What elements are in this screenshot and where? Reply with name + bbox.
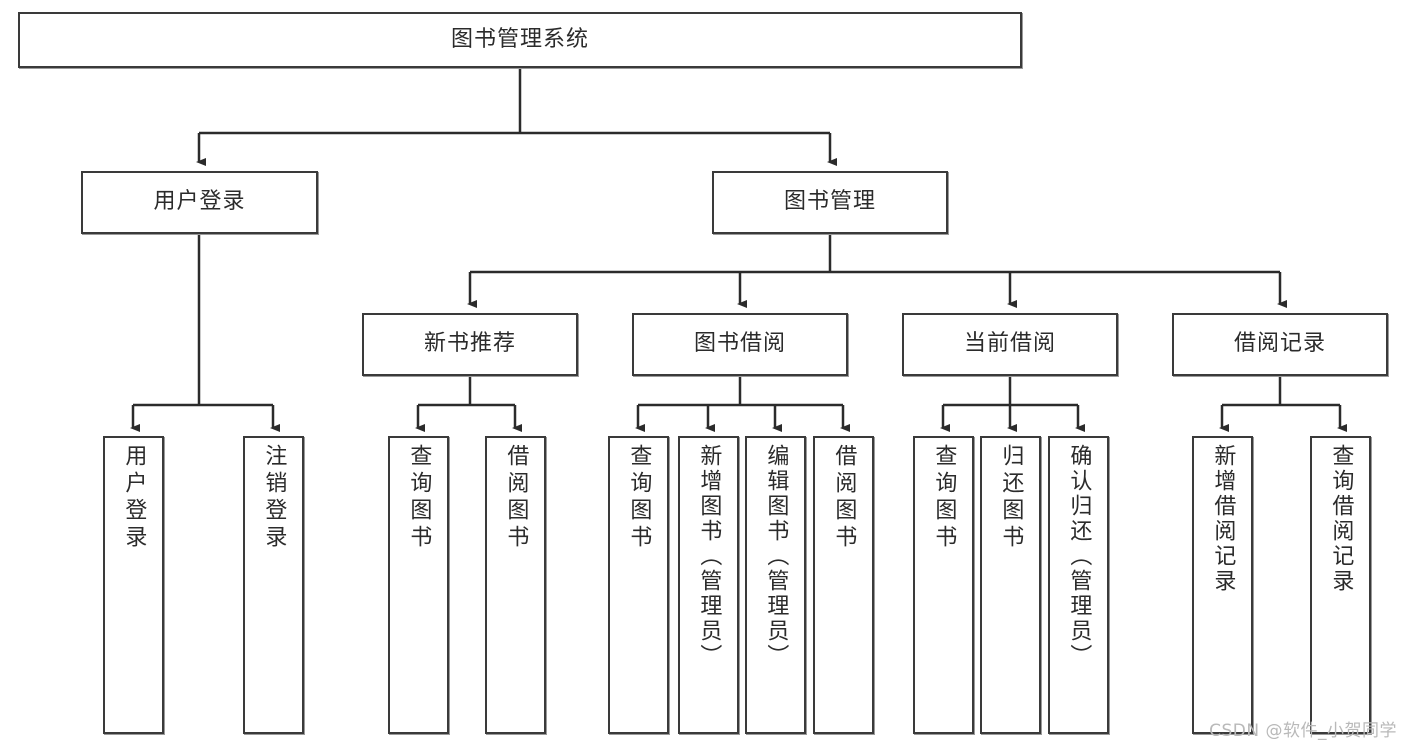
- node-leaf-return-book[interactable]: 归还图书: [980, 436, 1041, 734]
- node-label: 编辑图书（管理员）: [763, 444, 789, 669]
- node-label: 借阅记录: [1233, 331, 1326, 357]
- node-label: 用户登录: [153, 189, 246, 215]
- node-user-login[interactable]: 用户登录: [81, 171, 318, 234]
- node-label: 查询借阅记录: [1328, 444, 1354, 594]
- node-label: 注销登录: [261, 444, 287, 552]
- node-leaf-query-book-current[interactable]: 查询图书: [913, 436, 974, 734]
- node-label: 借阅图书: [831, 444, 857, 552]
- watermark-text: CSDN @软件_小贺同学: [1209, 721, 1397, 741]
- node-label: 查询图书: [406, 444, 432, 552]
- node-leaf-query-book-borrow[interactable]: 查询图书: [608, 436, 669, 734]
- node-leaf-add-borrow-record[interactable]: 新增借阅记录: [1192, 436, 1253, 734]
- node-leaf-borrow-book-recommend[interactable]: 借阅图书: [485, 436, 546, 734]
- node-label: 图书管理系统: [450, 26, 589, 52]
- node-book-management[interactable]: 图书管理: [712, 171, 948, 234]
- node-leaf-query-borrow-record[interactable]: 查询借阅记录: [1310, 436, 1371, 734]
- node-label: 用户登录: [121, 444, 147, 552]
- node-label: 确认归还（管理员）: [1066, 444, 1092, 669]
- node-label: 新书推荐: [423, 331, 516, 357]
- node-leaf-logout[interactable]: 注销登录: [243, 436, 304, 734]
- node-new-book-recommend[interactable]: 新书推荐: [362, 313, 578, 376]
- node-leaf-query-book-recommend[interactable]: 查询图书: [388, 436, 449, 734]
- node-label: 图书管理: [783, 189, 876, 215]
- node-leaf-add-book-admin[interactable]: 新增图书（管理员）: [678, 436, 739, 734]
- node-leaf-edit-book-admin[interactable]: 编辑图书（管理员）: [745, 436, 806, 734]
- node-label: 查询图书: [931, 444, 957, 552]
- node-leaf-borrow-book[interactable]: 借阅图书: [813, 436, 874, 734]
- node-leaf-confirm-return-admin[interactable]: 确认归还（管理员）: [1048, 436, 1109, 734]
- node-book-borrow[interactable]: 图书借阅: [632, 313, 848, 376]
- node-label: 新增借阅记录: [1210, 444, 1236, 594]
- node-label: 查询图书: [626, 444, 652, 552]
- node-label: 当前借阅: [963, 331, 1056, 357]
- node-label: 归还图书: [998, 444, 1024, 552]
- node-label: 新增图书（管理员）: [696, 444, 722, 669]
- node-label: 借阅图书: [503, 444, 529, 552]
- node-root-book-management-system[interactable]: 图书管理系统: [18, 12, 1022, 68]
- node-current-borrow[interactable]: 当前借阅: [902, 313, 1118, 376]
- node-label: 图书借阅: [693, 331, 786, 357]
- node-leaf-user-login[interactable]: 用户登录: [103, 436, 164, 734]
- node-borrow-record[interactable]: 借阅记录: [1172, 313, 1388, 376]
